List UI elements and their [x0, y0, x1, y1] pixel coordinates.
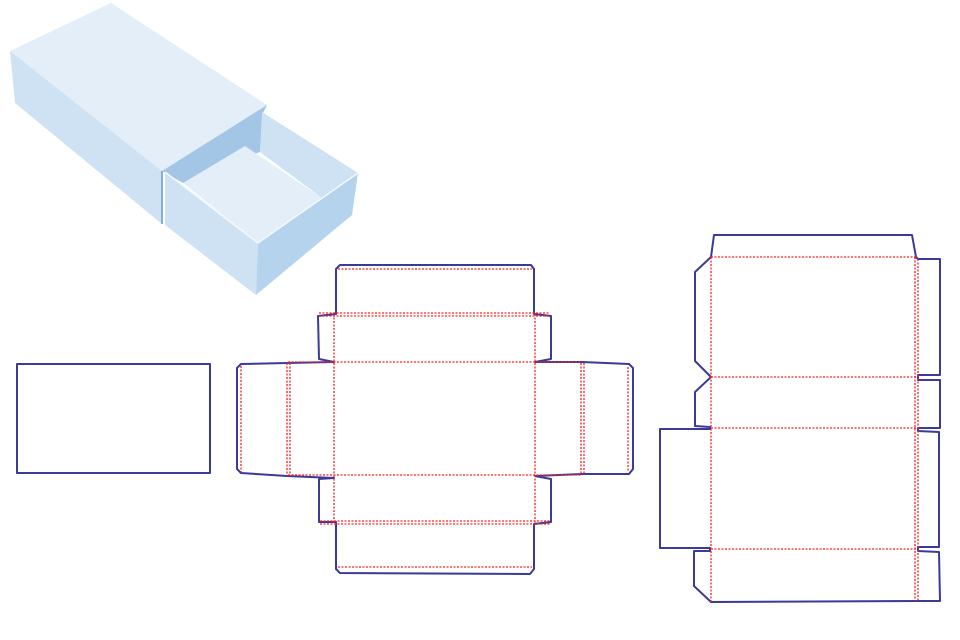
sleeve-top-face	[10, 3, 267, 171]
drawer-rim	[164, 171, 359, 244]
sleeve-cut-outline	[659, 234, 941, 603]
sleeve-side-face	[10, 51, 162, 224]
drawer-front-right-face	[256, 173, 358, 295]
sleeve-opening	[162, 105, 267, 183]
sleeve-dieline	[659, 234, 941, 603]
sleeve-panel-outline	[16, 363, 211, 474]
drawer-back-wall	[260, 112, 358, 198]
tray-fold-lines	[240, 268, 629, 568]
drawer-floor	[183, 146, 322, 243]
tray-dieline	[236, 264, 634, 575]
drawer-box-illustration	[10, 3, 359, 295]
tray-cut-outline	[236, 264, 634, 575]
sleeve-fold-lines	[710, 256, 919, 602]
drawer-front-left-face	[165, 172, 258, 295]
